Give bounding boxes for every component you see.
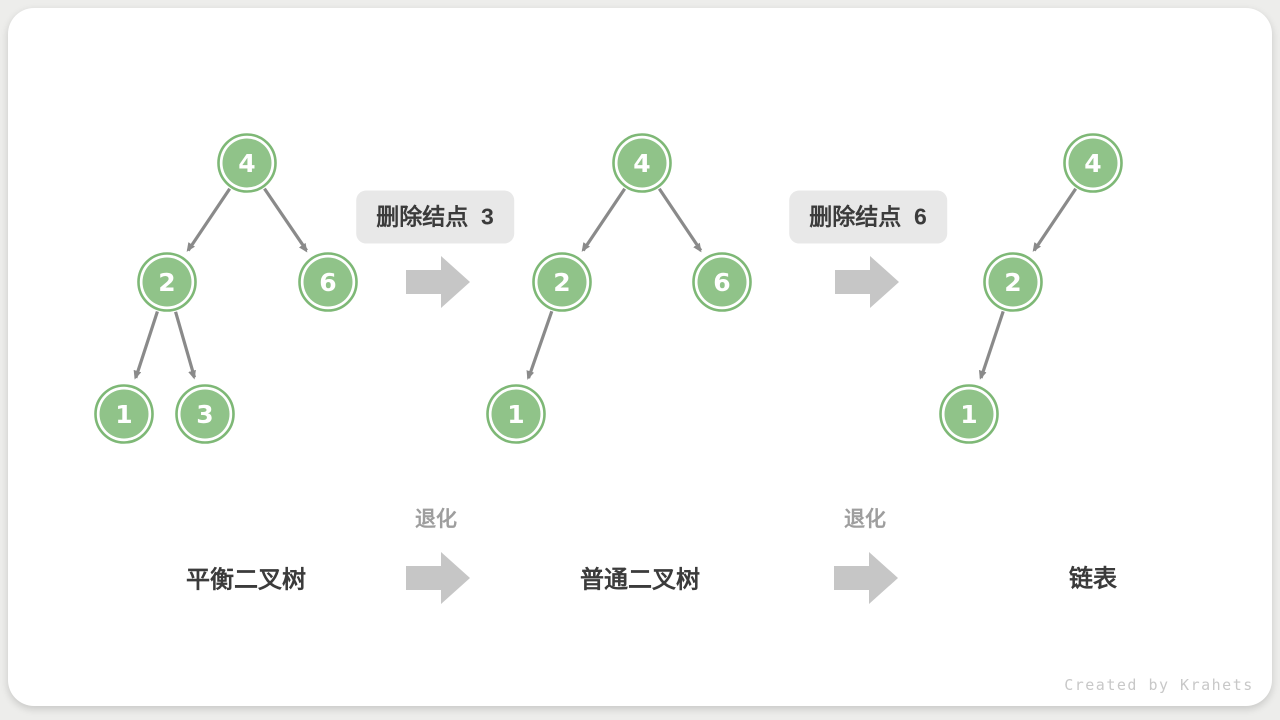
block-arrow-icon [406, 256, 470, 308]
tree-edge-arrow [186, 187, 232, 252]
tree-node: 2 [532, 252, 592, 312]
tree-ordinary-binary-tree: 4 2 6 1 [486, 133, 752, 444]
tree-edge-arrow [657, 187, 703, 253]
block-arrow-icon [834, 552, 898, 604]
caption-balanced-binary-tree: 平衡二叉树 [186, 566, 306, 594]
block-arrow-icon [835, 256, 899, 308]
tree-edge-arrow [263, 187, 308, 253]
tree-node-value: 3 [196, 400, 213, 429]
tree-edge-arrow [526, 310, 554, 380]
tree-node-value: 6 [319, 268, 336, 297]
caption-linked-list: 链表 [1069, 565, 1117, 593]
tree-edge-arrow [978, 310, 1005, 380]
tree-edge-arrow [133, 310, 159, 380]
tree-edge-arrow [581, 187, 627, 252]
tree-node-value: 4 [633, 149, 650, 178]
caption-ordinary-binary-tree: 普通二叉树 [580, 566, 700, 594]
tree-node-value: 4 [1084, 149, 1101, 178]
tree-node-value: 2 [553, 268, 570, 297]
tree-node-value: 1 [115, 400, 132, 429]
tree-balanced-binary-tree: 4 2 6 1 3 [94, 133, 358, 444]
tree-node: 4 [612, 133, 672, 193]
tree-node-value: 1 [507, 400, 524, 429]
step-label-delete-6: 删除结点 6 [789, 190, 947, 244]
tree-node-value: 6 [713, 268, 730, 297]
tree-edge-arrow [1032, 187, 1078, 252]
tree-node: 1 [94, 384, 154, 444]
diagram-card [8, 8, 1272, 706]
tree-node: 4 [1063, 133, 1123, 193]
tree-node: 3 [175, 384, 235, 444]
tree-node: 4 [217, 133, 277, 193]
tree-node: 2 [983, 252, 1043, 312]
tree-linked-list: 4 2 1 [939, 133, 1123, 444]
tree-node-value: 2 [1004, 268, 1021, 297]
block-arrow-icon [406, 552, 470, 604]
tree-node-value: 2 [158, 268, 175, 297]
degrade-label-1: 退化 [415, 508, 457, 531]
tree-node: 2 [137, 252, 197, 312]
tree-node: 1 [486, 384, 546, 444]
tree-node: 6 [298, 252, 358, 312]
step-label-delete-3: 删除结点 3 [356, 190, 514, 244]
tree-node-value: 1 [960, 400, 977, 429]
degrade-label-2: 退化 [844, 508, 886, 531]
tree-node-value: 4 [238, 149, 255, 178]
credit-text: Created by Krahets [1064, 676, 1254, 694]
tree-edge-arrow [174, 311, 197, 380]
tree-node: 6 [692, 252, 752, 312]
tree-node: 1 [939, 384, 999, 444]
